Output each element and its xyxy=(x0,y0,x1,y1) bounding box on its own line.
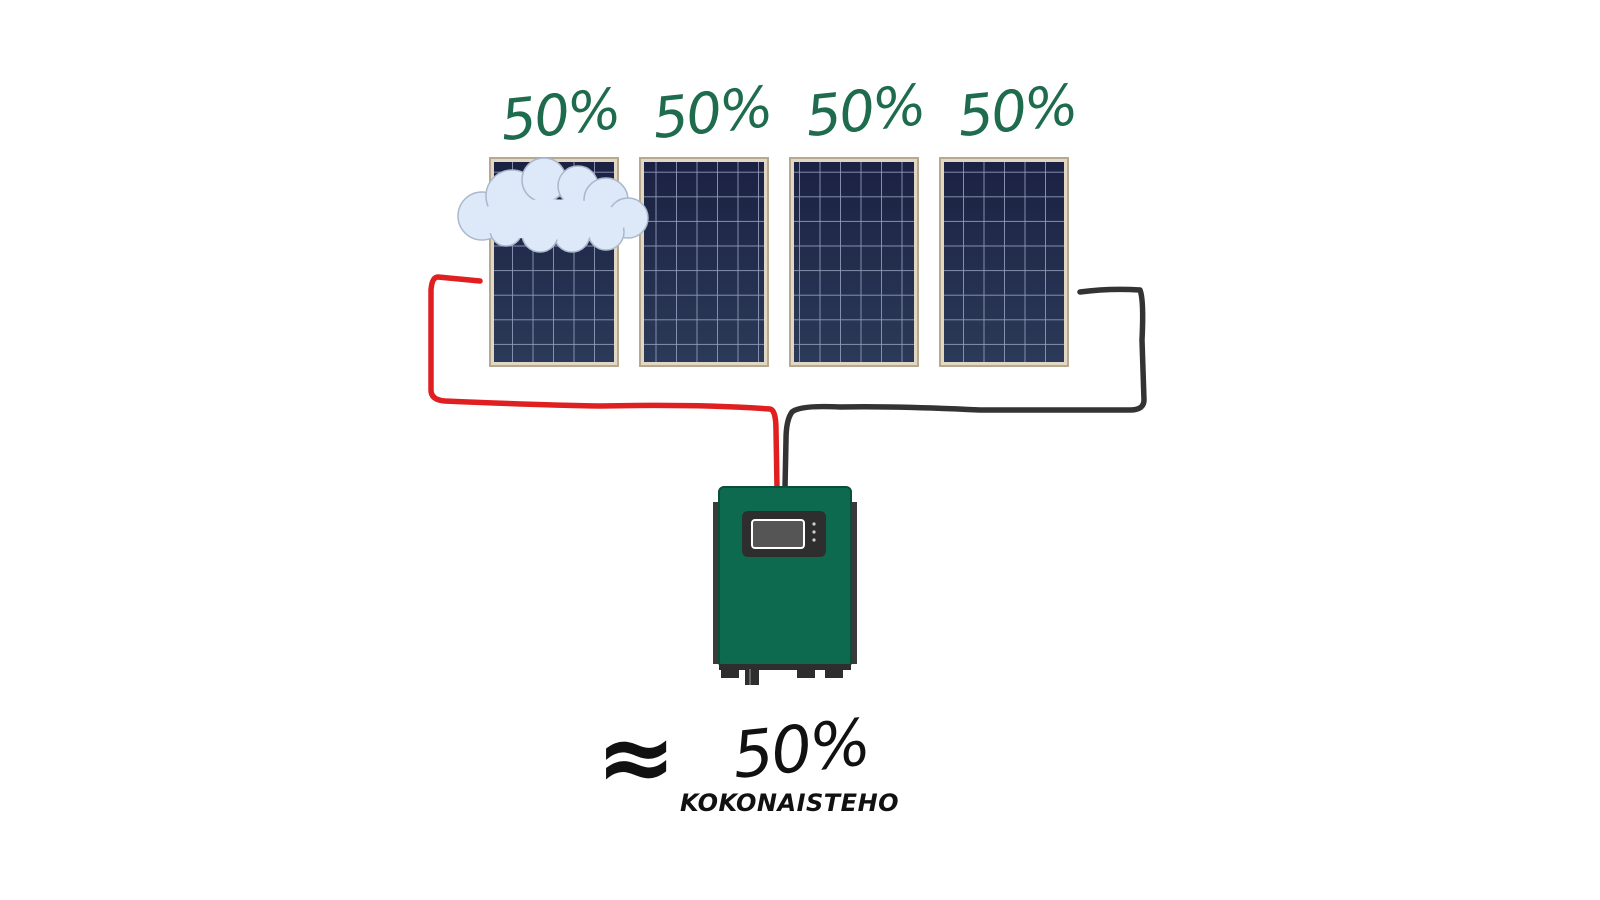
inverter-icon xyxy=(713,486,857,685)
panel-3-percent-label: 50% xyxy=(803,73,928,150)
solar-panel-3 xyxy=(789,157,919,367)
positive-wire xyxy=(428,274,780,491)
approximately-symbol: ≈ xyxy=(596,701,676,813)
cloud-icon xyxy=(457,157,649,253)
panel-1-percent-label: 50% xyxy=(498,77,623,154)
panel-4-percent-label: 50% xyxy=(955,73,1080,150)
panel-2-percent-label: 50% xyxy=(650,75,775,152)
solar-panel-2 xyxy=(639,157,769,367)
inverter-screen xyxy=(751,519,805,549)
total-power-caption: KOKONAISTEHO xyxy=(680,789,899,817)
negative-wire xyxy=(782,286,1147,491)
total-percent-label: 50% xyxy=(729,706,872,794)
solar-panel-4 xyxy=(939,157,1069,367)
